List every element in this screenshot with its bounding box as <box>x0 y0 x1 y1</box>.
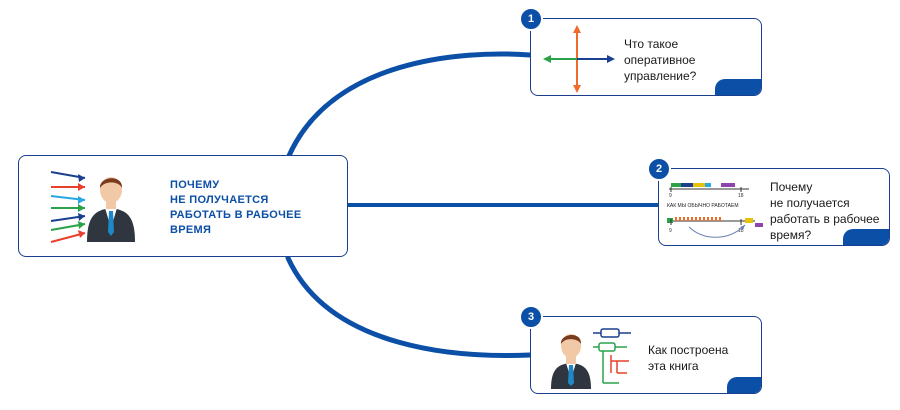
topic-card-3[interactable] <box>530 316 762 394</box>
topic-number-badge-2: 2 <box>647 157 671 181</box>
topic-number-badge-1: 1 <box>519 7 543 31</box>
topic-number-badge-3: 3 <box>519 305 543 329</box>
connector-topic-1 <box>285 51 533 161</box>
incoming-arrows <box>50 171 86 243</box>
topic-title-1: Что такое оперативное управление? <box>624 37 697 83</box>
card-corner-accent <box>843 229 889 245</box>
structure-diagram-icon <box>593 328 631 384</box>
connector-topic-3 <box>285 255 533 358</box>
timeline-tick-end-bottom: 18 <box>738 228 744 234</box>
timeline-tick-end-top: 18 <box>738 193 744 199</box>
timeline-interruptions <box>675 217 721 221</box>
inputs-person-illustration <box>50 171 135 243</box>
topic-title-2: Почему не получается работать в рабочее … <box>770 180 880 242</box>
card-corner-accent <box>715 79 761 95</box>
central-title: ПОЧЕМУ НЕ ПОЛУЧАЕТСЯ РАБОТАТЬ В РАБОЧЕЕ … <box>170 179 302 236</box>
topic-title-3: Как построена эта книга <box>648 343 729 373</box>
central-node[interactable] <box>18 155 348 257</box>
timeline-caption: КАК МЫ ОБЫЧНО РАБОТАЕМ <box>667 203 739 209</box>
timeline-illustration: 9 18 КАК МЫ ОБЫЧНО РАБОТАЕМ 9 18 <box>667 183 763 238</box>
card-corner-accent <box>727 377 761 393</box>
book-structure-illustration <box>551 328 631 389</box>
topic-card-2[interactable]: 9 18 КАК МЫ ОБЫЧНО РАБОТАЕМ 9 18 <box>658 168 890 246</box>
person-icon <box>551 334 591 389</box>
topic-card-1[interactable] <box>530 18 762 96</box>
person-icon <box>87 177 135 242</box>
timeline-tick-start-bottom: 9 <box>669 228 672 234</box>
timeline-tick-start-top: 9 <box>669 193 672 199</box>
axes-icon <box>543 25 615 93</box>
